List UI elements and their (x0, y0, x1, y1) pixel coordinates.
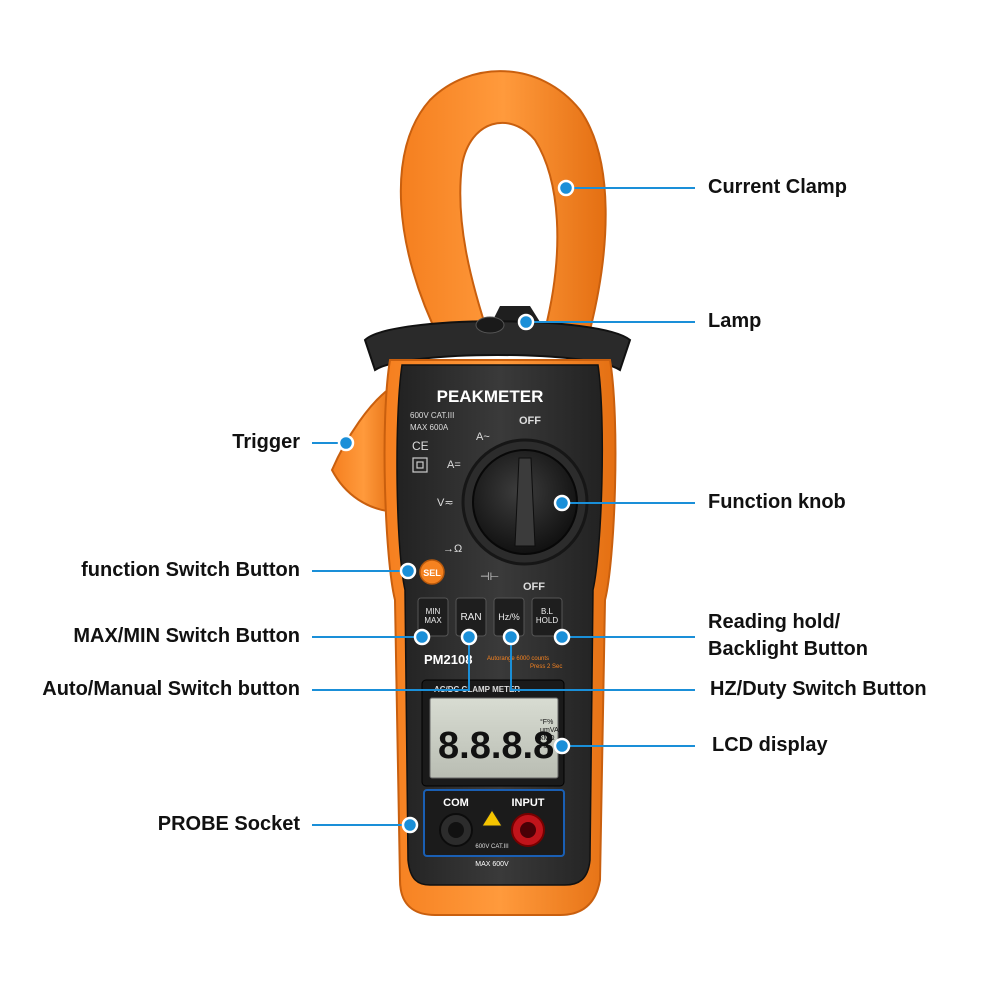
knob-off-top: OFF (519, 415, 541, 427)
callout-lcd (553, 737, 695, 755)
label-lcd: LCD display (712, 734, 828, 756)
lamp (475, 316, 505, 334)
rating-line-1: 600V CAT.III (410, 411, 454, 420)
label-trigger: Trigger (232, 431, 300, 453)
lamp-collar (363, 316, 632, 372)
callout-reading-hold (553, 628, 695, 646)
socket-com-label: COM (443, 797, 469, 809)
callout-probe (312, 816, 419, 834)
minmax-button[interactable] (417, 597, 449, 637)
rating-line-2: MAX 600A (410, 423, 449, 432)
double-insulation-icon (412, 457, 428, 473)
callout-current-clamp (557, 179, 695, 197)
callout-lamp (517, 313, 695, 331)
label-current-clamp: Current Clamp (708, 176, 847, 198)
label-function-switch: function Switch Button (81, 559, 300, 581)
lcd-digits: 8.8.8.8 (438, 725, 554, 767)
bottom-rating: MAX 600V (475, 861, 509, 868)
knob-pos-cap: ⊣⊢ (480, 571, 499, 583)
lcd-title: AC/DC CLAMP METER (434, 685, 520, 694)
socket-input-label: INPUT (512, 797, 545, 809)
callout-maxmin (312, 628, 431, 646)
callout-hz-duty (502, 628, 695, 691)
label-maxmin: MAX/MIN Switch Button (73, 625, 300, 647)
callout-function-switch (312, 562, 417, 580)
label-lamp: Lamp (708, 310, 762, 332)
ce-mark: CE (412, 439, 429, 453)
knob-pos-a-dc: A= (447, 459, 461, 471)
trigger[interactable] (330, 383, 396, 514)
model-label: PM2108 (424, 652, 472, 667)
knob-pos-v: V≂ (437, 497, 454, 509)
brand-logo: PEAKMETER (437, 387, 544, 406)
label-probe: PROBE Socket (157, 813, 300, 835)
knob-pos-ohm: →Ω (443, 543, 462, 555)
ran-button-label: RAN (460, 612, 481, 623)
knob-pos-a-ac: A~ (476, 431, 490, 443)
sel-button[interactable] (419, 559, 445, 585)
label-reading-hold: Reading hold/ Backlight Button (708, 611, 868, 660)
current-clamp (399, 70, 607, 341)
autorange-text: Autorange 6000 counts (487, 656, 549, 662)
button-row (417, 597, 563, 637)
callout-function-knob (553, 494, 695, 512)
label-function-knob: Function knob (708, 491, 846, 513)
knob-off-bottom: OFF (523, 581, 545, 593)
press-text: Press 2 Sec (530, 664, 562, 670)
socket-rating: 600V CAT.III (475, 844, 509, 850)
label-auto-manual: Auto/Manual Switch button (42, 678, 300, 700)
sel-button-label: SEL (423, 568, 441, 578)
probe-socket-panel (423, 789, 565, 857)
label-hz-duty: HZ/Duty Switch Button (710, 678, 927, 700)
callout-auto-manual (312, 628, 478, 691)
warning-icon (481, 809, 503, 827)
callout-trigger (312, 434, 355, 452)
hz-button-label: Hz/% (498, 612, 520, 622)
lcd-display (421, 679, 565, 787)
hold-button[interactable] (531, 597, 563, 637)
